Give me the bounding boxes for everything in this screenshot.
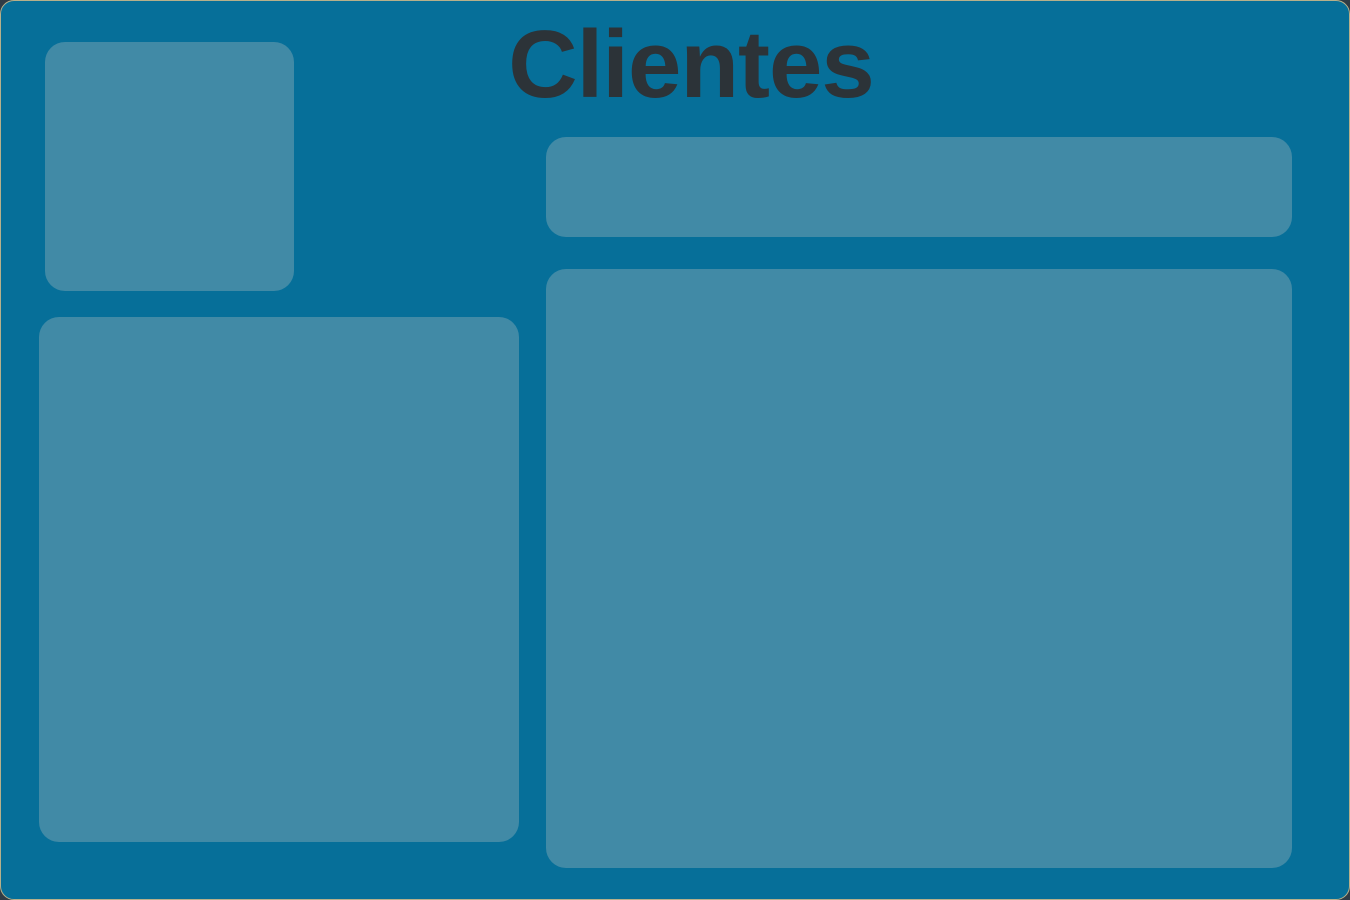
client-details-panel: [39, 317, 519, 842]
page-title: Clientes: [508, 11, 874, 118]
avatar-placeholder-panel: [45, 42, 294, 291]
search-bar-panel[interactable]: [546, 137, 1292, 237]
client-list-panel[interactable]: [546, 269, 1292, 868]
